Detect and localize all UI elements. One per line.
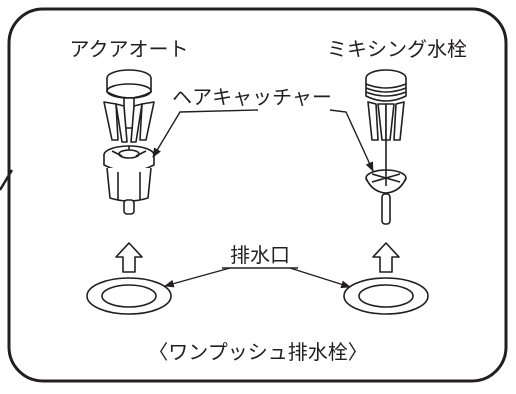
hair-catcher-leader-left xyxy=(152,109,259,158)
up-arrow-right xyxy=(372,242,400,273)
drain-ring-left xyxy=(86,277,172,315)
pointer-line xyxy=(0,169,14,191)
label-aqua-auto: アクアオート xyxy=(70,37,189,61)
drain-leader-right xyxy=(289,267,351,289)
up-arrow-left xyxy=(115,242,143,273)
mixing-faucet-stopper xyxy=(365,69,407,225)
hair-catcher-leader-right xyxy=(329,109,374,172)
aqua-auto-stopper xyxy=(103,69,155,215)
label-hair-catcher: ヘアキャッチャー xyxy=(172,85,332,109)
label-mixing-faucet: ミキシング水栓 xyxy=(327,37,467,61)
label-drain-outlet: 排水口 xyxy=(230,243,290,267)
frame-border xyxy=(7,7,508,383)
label-caption: 〈ワンプッシュ排水栓〉 xyxy=(148,340,367,364)
drain-leader-left xyxy=(164,267,231,288)
drain-ring-right xyxy=(343,277,429,315)
